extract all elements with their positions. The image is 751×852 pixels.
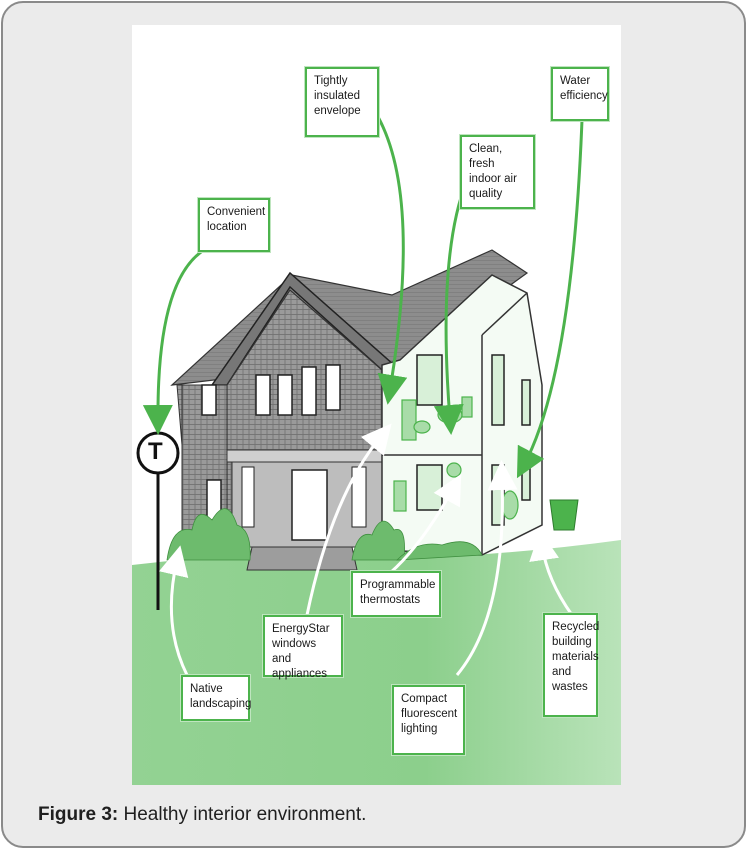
callout-tightly-insulated: Tightly insulated envelope	[305, 67, 379, 137]
callout-convenient-location: Convenient location	[198, 198, 270, 252]
callout-native-landscaping: Native landscaping	[181, 675, 251, 721]
porch-steps	[246, 546, 358, 571]
arrow-thermostat	[389, 473, 462, 575]
arrow-compact	[455, 460, 518, 676]
recycling-bin	[549, 499, 579, 531]
transit-sign-letter: T	[148, 438, 163, 465]
callout-water-efficiency: Water efficiency	[551, 67, 609, 121]
arrow-water	[516, 119, 584, 479]
callout-compact-fluorescent: Compact fluorescent lighting	[392, 685, 465, 755]
figure-caption: Figure 3: Healthy interior environment.	[38, 804, 366, 826]
arrow-energystar	[305, 423, 392, 616]
shrub-right	[395, 541, 483, 561]
transit-sign	[136, 431, 180, 610]
callout-programmable-thermostats: Programmable thermostats	[351, 571, 441, 617]
lawn	[132, 540, 621, 785]
callout-clean-air: Clean, fresh indoor air quality	[460, 135, 535, 209]
caption-text: Healthy interior environment.	[123, 804, 367, 825]
arrow-native	[159, 545, 189, 676]
arrow-recycled	[529, 530, 574, 616]
callout-recycled: Recycled building materials and wastes	[543, 613, 599, 717]
arrow-insulated	[375, 114, 408, 405]
arrow-convenient	[142, 248, 205, 435]
shrub-mid	[351, 520, 405, 561]
house-illustration: T Tightly insulated envelope Water effic…	[132, 25, 621, 785]
front-door	[291, 469, 328, 541]
house-drawing	[132, 114, 621, 785]
caption-label: Figure 3:	[38, 804, 119, 825]
callout-energystar: EnergyStar windows and appliances	[263, 615, 343, 680]
